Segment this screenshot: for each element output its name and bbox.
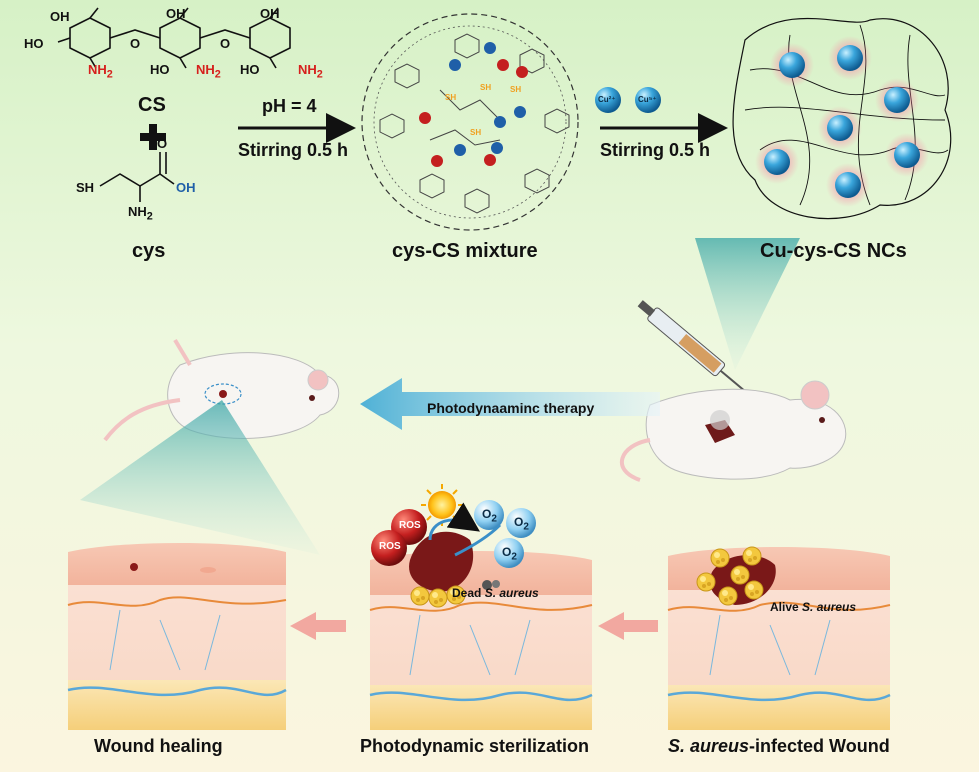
stage-label-sterilization: Photodynamic sterilization	[360, 736, 590, 756]
cs-ho-mid: HO	[150, 62, 170, 77]
cys-carbonyl-o: O	[157, 136, 168, 151]
o2-ball-3	[494, 538, 524, 568]
o2-label-1: O2	[482, 507, 497, 525]
o2-label-3: O2	[502, 545, 517, 563]
cu-ion-label-2: Cu⁵⁺	[638, 95, 657, 104]
cs-ho-left: HO	[24, 36, 44, 51]
cys-nh2: NH2	[128, 204, 153, 223]
step2-stirring: Stirring 0.5 h	[600, 140, 711, 160]
cs-structure	[57, 7, 291, 69]
therapy-label: Photodynaaminc therapy	[427, 400, 595, 416]
cs-oh-top-right: OH	[260, 6, 280, 21]
pink-arrow-right	[598, 612, 658, 640]
mixture-network: SH SH SH SH	[361, 13, 579, 231]
ros-ball-2	[371, 530, 407, 566]
svg-text:SH: SH	[480, 83, 491, 92]
cs-ho-right: HO	[240, 62, 260, 77]
ros-label-1: ROS	[399, 520, 421, 531]
therapy-arrow	[360, 378, 660, 430]
healing-beam	[80, 400, 320, 555]
cu-ion-1	[595, 87, 621, 113]
cys-label: cys	[132, 240, 166, 262]
nanocluster-network	[732, 17, 952, 220]
ros-label-2: ROS	[379, 541, 401, 552]
cys-oh: OH	[176, 180, 196, 195]
infected-mouse	[619, 380, 847, 482]
cs-o-2: O	[220, 36, 231, 51]
alive-bacteria-label: Alive S. aureus	[770, 600, 857, 614]
cs-amine-2: NH2	[196, 62, 221, 81]
skin-mid	[369, 531, 593, 730]
svg-text:SH: SH	[445, 93, 456, 102]
injection-beam	[695, 238, 800, 370]
pink-arrow-left	[290, 612, 346, 640]
product-label: Cu-cys-CS NCs	[760, 240, 907, 262]
cs-o-1: O	[130, 36, 141, 51]
stage-label-infected: S. aureus-infected Wound	[668, 736, 890, 756]
cys-sh: SH	[76, 180, 95, 195]
skin-left	[67, 543, 287, 730]
o2-ball-2	[506, 508, 536, 538]
cs-amine-1: NH2	[88, 62, 113, 81]
dead-bacteria-label: Dead S. aureus	[452, 586, 539, 600]
cs-label: CS	[138, 94, 166, 116]
svg-text:SH: SH	[470, 128, 481, 137]
o2-label-2: O2	[514, 515, 529, 533]
cu-ion-2	[635, 87, 661, 113]
cys-structure	[99, 152, 175, 202]
cu-ion-label-1: Cu²⁺	[598, 95, 616, 104]
step1-stirring: Stirring 0.5 h	[238, 140, 349, 160]
o2-to-ros-arrow	[428, 502, 480, 541]
cs-oh-top-left: OH	[50, 9, 70, 24]
stage-label-wound-healing: Wound healing	[94, 736, 223, 756]
o2-arrow	[454, 523, 502, 557]
mixture-label: cys-CS mixture	[392, 240, 538, 262]
cs-oh-top-mid: OH	[166, 6, 186, 21]
skin-right	[667, 546, 891, 730]
svg-text:SH: SH	[510, 85, 521, 94]
cs-amine-3: NH2	[298, 62, 323, 81]
o2-ball-1	[474, 500, 504, 530]
syringe-icon	[637, 300, 745, 391]
plus-icon	[140, 124, 166, 150]
step1-ph: pH = 4	[262, 96, 317, 116]
